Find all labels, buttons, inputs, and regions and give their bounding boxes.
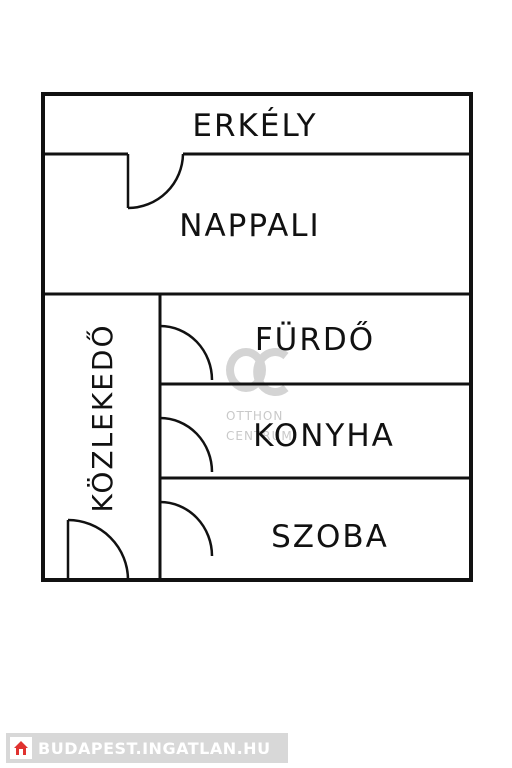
room-label-furdo: FÜRDŐ <box>255 321 375 358</box>
door-entrance <box>66 518 130 581</box>
watermark-line2: CENTRUM <box>226 429 293 443</box>
room-label-nappali: NAPPALI <box>179 208 320 244</box>
room-label-konyha: KONYHA <box>253 418 395 454</box>
door-konyha <box>159 416 214 473</box>
watermark-line1: OTTHON <box>226 409 283 423</box>
door-erkely <box>126 153 185 210</box>
door-szoba <box>159 500 214 557</box>
watermark-logo-c-icon <box>253 348 289 396</box>
site-footer-badge[interactable]: BUDAPEST.INGATLAN.HU <box>6 733 288 763</box>
outer-wall <box>41 92 473 582</box>
room-label-erkely: ERKÉLY <box>192 108 317 144</box>
watermark: OTTHON CENTRUM <box>226 348 293 443</box>
site-name: BUDAPEST.INGATLAN.HU <box>38 738 271 758</box>
door-furdo <box>159 324 214 381</box>
room-label-szoba: SZOBA <box>271 519 389 555</box>
room-label-kozlekedo: KÖZLEKEDŐ <box>85 324 119 513</box>
house-icon <box>10 737 32 759</box>
